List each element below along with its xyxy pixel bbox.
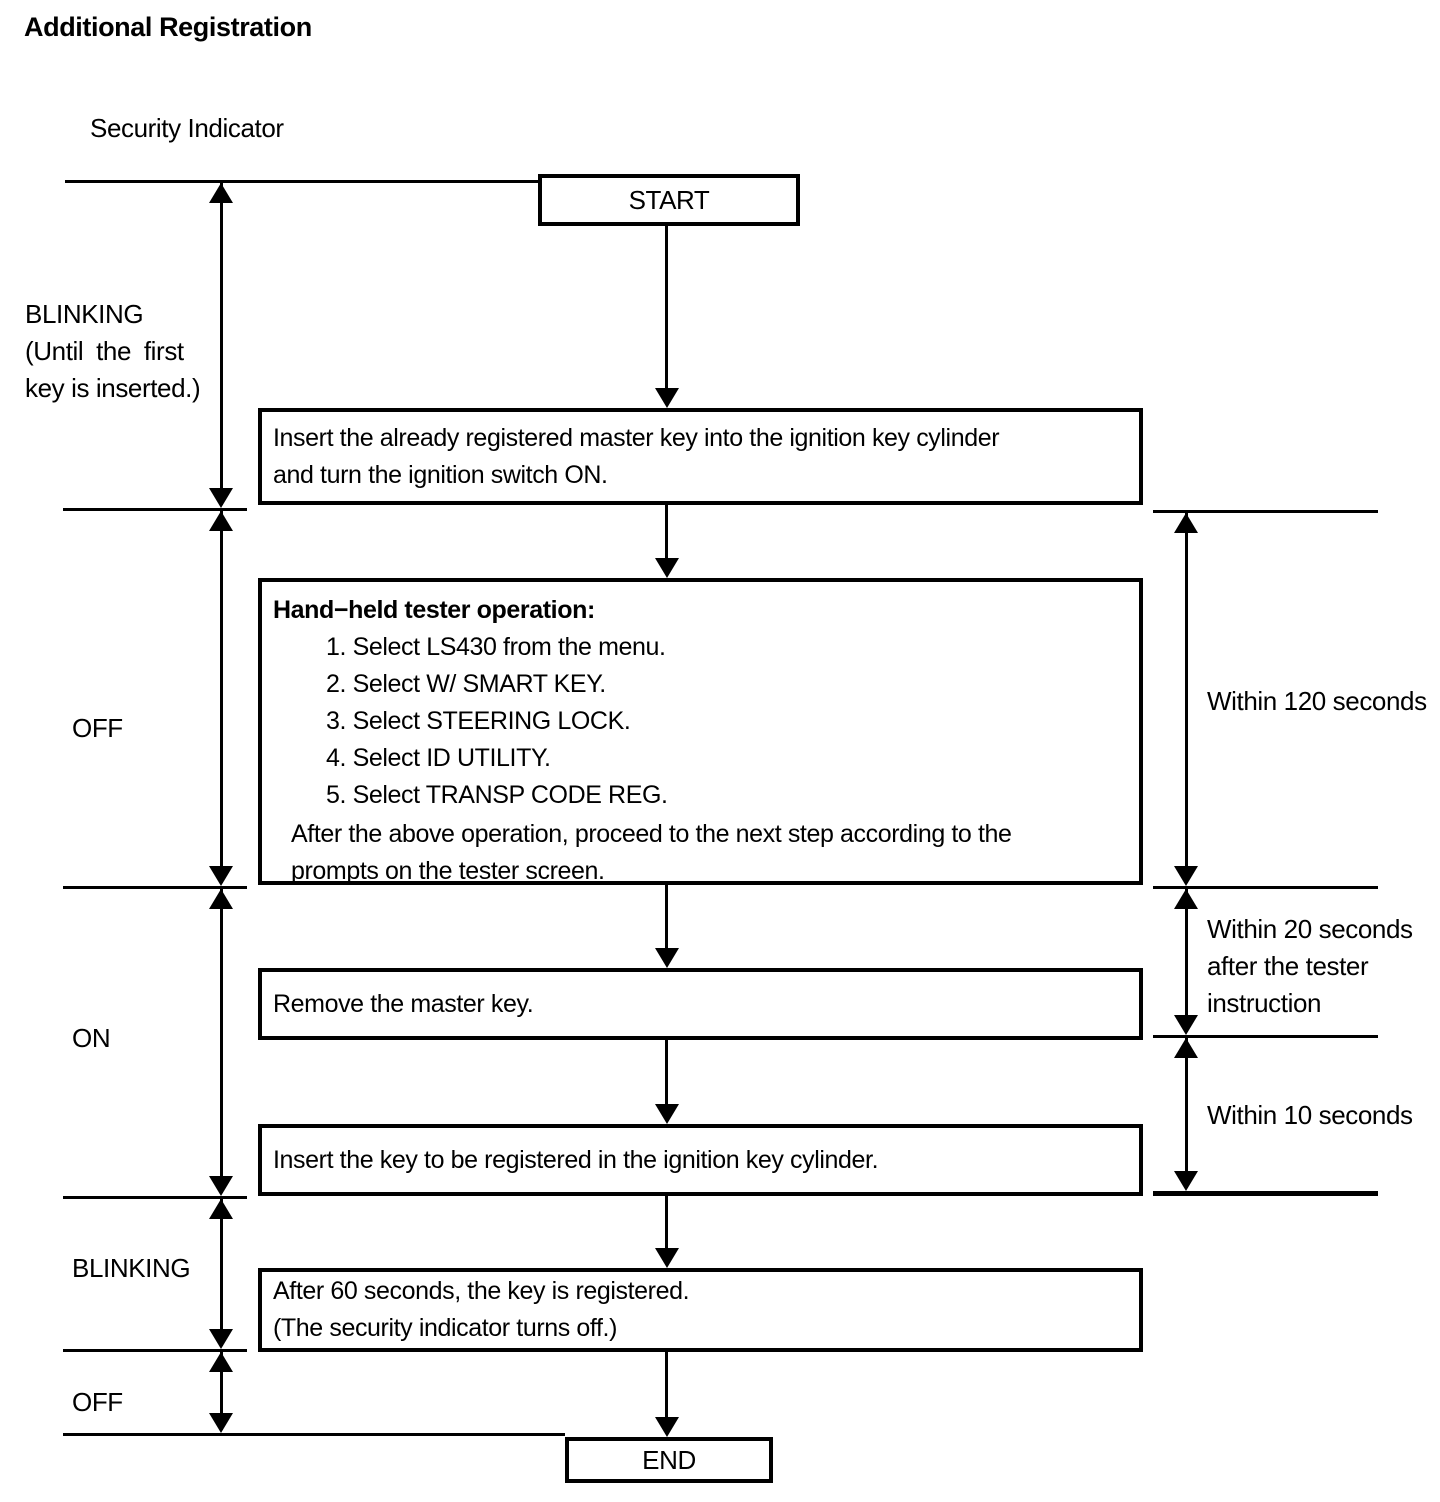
arrow-down-icon	[655, 1104, 679, 1124]
step3-box: Remove the master key.	[258, 968, 1143, 1040]
step2-note-line2: prompts on the tester screen.	[291, 857, 605, 885]
arrow-down-icon	[655, 388, 679, 408]
arrow-up-icon	[209, 1199, 233, 1219]
arrow-up-icon	[1174, 513, 1198, 533]
arrow-down-icon	[209, 1176, 233, 1196]
timing-label-20s-line1: Within 20 seconds	[1207, 914, 1413, 944]
arrow-up-icon	[1174, 889, 1198, 909]
start-label: START	[628, 184, 710, 215]
page-title: Additional Registration	[24, 12, 312, 42]
timing-rule-2	[1153, 886, 1378, 889]
timing-rule-1	[1153, 510, 1378, 513]
arrow-down-icon	[655, 1248, 679, 1268]
arrow-down-icon	[209, 866, 233, 886]
arrow-down-icon	[1174, 866, 1198, 886]
step5-line2: (The security indicator turns off.)	[273, 1314, 618, 1342]
step2-item5: 5. Select TRANSP CODE REG.	[326, 781, 668, 809]
state-label-text: BLINKING	[25, 299, 144, 329]
timing-arrow-120s-line	[1185, 513, 1188, 883]
arrow-down-icon	[1174, 1171, 1198, 1191]
timing-rule-3	[1153, 1035, 1378, 1038]
step2-heading: Hand−held tester operation:	[273, 596, 595, 624]
step2-box: Hand−held tester operation: 1. Select LS…	[258, 578, 1143, 885]
arrow-down-icon	[209, 1413, 233, 1433]
timing-arrow-20s-line	[1185, 889, 1188, 1032]
arrow-up-icon	[209, 511, 233, 531]
state-label-off2: OFF	[72, 1387, 123, 1417]
connector-step4-to-step5	[665, 1196, 668, 1258]
timeline-rule-3	[63, 886, 247, 889]
timeline-rule-5	[63, 1349, 247, 1352]
arrow-down-icon	[655, 558, 679, 578]
start-node: START	[538, 174, 800, 226]
connector-step5-to-end	[665, 1352, 668, 1427]
state-label-blinking1: BLINKING (Until the first key is inserte…	[25, 296, 225, 407]
timing-arrow-10s-line	[1185, 1038, 1188, 1188]
timing-label-20s-line3: instruction	[1207, 988, 1322, 1018]
state-label-off1: OFF	[72, 713, 123, 743]
timing-label-10s: Within 10 seconds	[1207, 1100, 1413, 1130]
timeline-arrow-off1-line	[220, 511, 223, 883]
timeline-rule-bottom	[63, 1433, 565, 1436]
step1-box: Insert the already registered master key…	[258, 408, 1143, 505]
step2-item1: 1. Select LS430 from the menu.	[326, 633, 666, 661]
arrow-up-icon	[209, 183, 233, 203]
end-node: END	[565, 1437, 773, 1483]
timeline-arrow-on-line	[220, 889, 223, 1193]
timing-label-120s: Within 120 seconds	[1207, 686, 1427, 716]
step3-line1: Remove the master key.	[273, 989, 534, 1018]
timing-rule-4	[1153, 1191, 1378, 1196]
state-note-line1: (Until the first	[25, 336, 184, 366]
timeline-rule-2	[63, 508, 247, 511]
timeline-arrow-blinking1-line	[220, 183, 223, 505]
step2-note-line1: After the above operation, proceed to th…	[291, 820, 1012, 848]
connector-step2-to-step3	[665, 885, 668, 958]
arrow-down-icon	[655, 1417, 679, 1437]
state-note-line2: key is inserted.)	[25, 373, 201, 403]
timeline-arrow-blinking2-line	[220, 1199, 223, 1346]
arrow-up-icon	[1174, 1038, 1198, 1058]
step5-line1: After 60 seconds, the key is registered.	[273, 1277, 690, 1305]
timing-label-20s: Within 20 seconds after the tester instr…	[1207, 911, 1413, 1022]
step1-line1: Insert the already registered master key…	[273, 423, 1000, 452]
step2-item3: 3. Select STEERING LOCK.	[326, 707, 631, 735]
timeline-rule-top	[65, 180, 538, 183]
state-label-on: ON	[72, 1023, 111, 1053]
arrow-down-icon	[1174, 1015, 1198, 1035]
timeline-rule-4	[63, 1196, 247, 1199]
step5-box: After 60 seconds, the key is registered.…	[258, 1268, 1143, 1352]
arrow-down-icon	[209, 488, 233, 508]
step1-line2: and turn the ignition switch ON.	[273, 460, 608, 489]
arrow-down-icon	[655, 948, 679, 968]
arrow-up-icon	[209, 889, 233, 909]
timeline-arrow-off2-line	[220, 1352, 223, 1430]
security-indicator-label: Security Indicator	[90, 113, 284, 143]
end-label: END	[642, 1444, 696, 1475]
connector-start-to-step1	[665, 226, 668, 398]
connector-step1-to-step2	[665, 505, 668, 568]
step2-item2: 2. Select W/ SMART KEY.	[326, 670, 606, 698]
step4-line1: Insert the key to be registered in the i…	[273, 1145, 879, 1174]
arrow-down-icon	[209, 1329, 233, 1349]
state-label-blinking2: BLINKING	[72, 1253, 191, 1283]
step2-item4: 4. Select ID UTILITY.	[326, 744, 551, 772]
step4-box: Insert the key to be registered in the i…	[258, 1124, 1143, 1196]
arrow-up-icon	[209, 1352, 233, 1372]
timing-label-20s-line2: after the tester	[1207, 951, 1369, 981]
connector-step3-to-step4	[665, 1040, 668, 1114]
